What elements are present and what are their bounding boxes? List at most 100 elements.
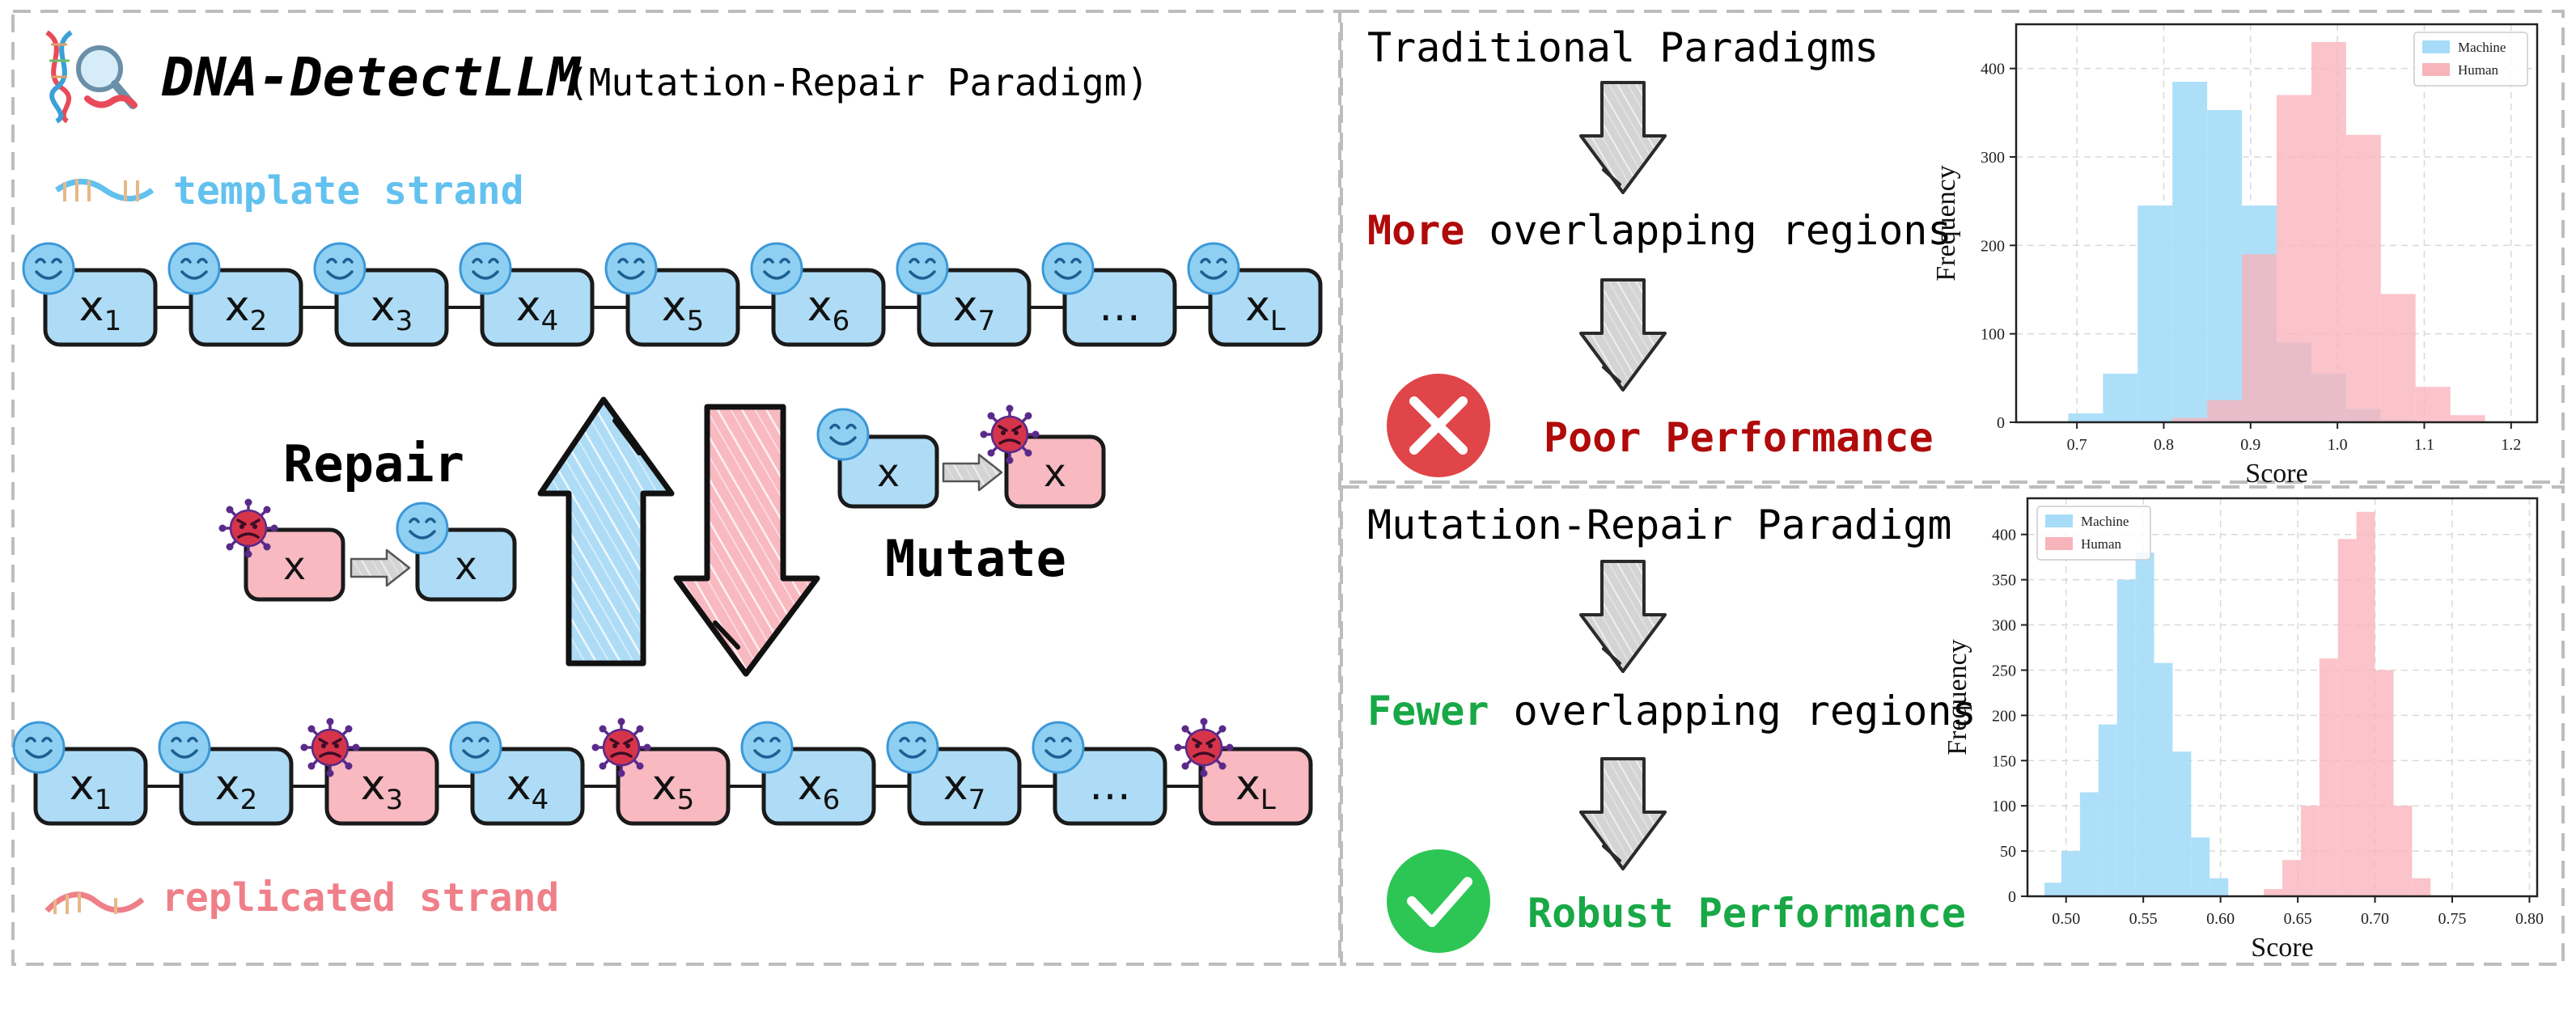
x-tick-label: 0.75	[2438, 910, 2467, 928]
token-box	[334, 268, 449, 347]
token-base: x	[371, 282, 396, 331]
smiley-icon	[158, 721, 211, 774]
y-axis-label: Frequency	[1931, 165, 1961, 282]
y-tick-label: 400	[1992, 527, 2016, 544]
token-box	[43, 268, 158, 347]
token-box	[324, 747, 439, 826]
token-label: x1	[79, 282, 121, 337]
token-label: x4	[506, 761, 549, 816]
token-base: x	[652, 761, 677, 810]
token-label: x2	[215, 761, 257, 816]
token-box	[470, 747, 585, 826]
histogram-bar-human	[2380, 294, 2416, 422]
y-tick-label: 150	[1992, 752, 2016, 770]
repair-up-arrow	[537, 396, 675, 667]
y-tick-label: 50	[2000, 843, 2016, 861]
x-tick-label: 1.2	[2501, 436, 2521, 454]
histogram-bar-machine	[2137, 205, 2173, 422]
token-base: x	[361, 761, 386, 810]
token-base: x	[1235, 761, 1260, 810]
panel-borders	[11, 10, 2565, 966]
right-arrow-icon	[942, 453, 1003, 492]
smiley-icon	[740, 721, 794, 774]
token-subscript: 4	[541, 305, 559, 337]
histogram-bar-machine	[2044, 883, 2061, 896]
traditional-heading: Traditional Paradigms	[1367, 24, 1879, 71]
token-label: x6	[807, 282, 849, 337]
token-base: x	[516, 282, 541, 331]
mutate-label: Mutate	[885, 529, 1066, 588]
token-base: x	[215, 761, 240, 810]
histogram-bar-machine	[2103, 373, 2138, 422]
histogram-bar-machine	[2068, 413, 2104, 422]
down-arrow-icon	[1579, 560, 1667, 673]
token-box	[1208, 268, 1323, 347]
mutate-illustration: x x	[816, 403, 1106, 509]
token-subscript: 5	[677, 784, 695, 816]
token-base: x	[79, 282, 104, 331]
x-tick-label: 1.1	[2414, 436, 2434, 454]
smiley-icon	[313, 242, 366, 295]
histogram-bar-machine	[2154, 663, 2173, 896]
token-label: x4	[516, 282, 558, 337]
histogram-bar-human	[2356, 511, 2375, 896]
token-label: x7	[953, 282, 995, 337]
token-subscript: 3	[396, 305, 413, 337]
legend-swatch	[2422, 63, 2450, 76]
histogram-bar-human	[2319, 658, 2338, 896]
y-tick-label: 200	[1981, 237, 2005, 255]
token-base: x	[953, 282, 978, 331]
token-box	[907, 747, 1022, 826]
smiley-icon	[1032, 721, 1085, 774]
y-tick-label: 100	[1981, 326, 2005, 344]
mutate-source-token: x	[877, 451, 900, 496]
token-base: …	[1089, 761, 1131, 810]
y-tick-label: 200	[1992, 707, 2016, 725]
traditional-result: Poor Performance	[1544, 414, 1934, 461]
legend-swatch	[2045, 514, 2073, 527]
token-label: xL	[1235, 761, 1276, 816]
x-tick-label: 0.50	[2052, 910, 2080, 928]
virus-icon	[217, 497, 280, 560]
check-icon	[1387, 849, 1490, 953]
x-tick-label: 0.55	[2129, 910, 2158, 928]
repair-up-arrow-accent	[612, 418, 642, 455]
x-tick-label: 0.7	[2067, 436, 2087, 454]
token-subscript: L	[1270, 305, 1286, 337]
legend-label: Machine	[2458, 40, 2506, 55]
token-base: x	[943, 761, 968, 810]
virus-icon	[1172, 716, 1235, 779]
token-label: x3	[361, 761, 403, 816]
token-box	[1062, 268, 1177, 347]
token-subscript: L	[1260, 784, 1276, 816]
token-subscript: 2	[240, 784, 258, 816]
token-box	[1198, 747, 1313, 826]
smiley-icon	[896, 242, 949, 295]
overlap-emphasis: Fewer	[1367, 688, 1489, 734]
x-tick-label: 0.60	[2206, 910, 2235, 928]
token-subscript: 4	[532, 784, 549, 816]
token-base: x	[807, 282, 833, 331]
legend-swatch	[2045, 537, 2073, 550]
token-box	[917, 268, 1032, 347]
token-subscript: 1	[104, 305, 122, 337]
histogram-bar-machine	[2079, 792, 2099, 896]
token-subscript: 6	[823, 784, 841, 816]
histogram-bar-human	[2172, 417, 2208, 422]
token-label: x5	[652, 761, 694, 816]
down-arrow-icon	[1579, 757, 1667, 870]
token-box	[33, 747, 148, 826]
token-label: …	[1089, 761, 1131, 810]
down-arrow-icon	[1579, 81, 1667, 194]
histogram-bar-human	[2412, 878, 2431, 896]
histogram-bar-human	[2300, 806, 2320, 896]
x-axis-label: Score	[2251, 933, 2313, 963]
smiley-icon	[459, 242, 512, 295]
token-box	[189, 268, 303, 347]
token-base: x	[225, 282, 250, 331]
histogram-bar-machine	[2210, 878, 2229, 896]
smiley-icon	[886, 721, 939, 774]
histogram-bar-human	[2345, 134, 2381, 422]
